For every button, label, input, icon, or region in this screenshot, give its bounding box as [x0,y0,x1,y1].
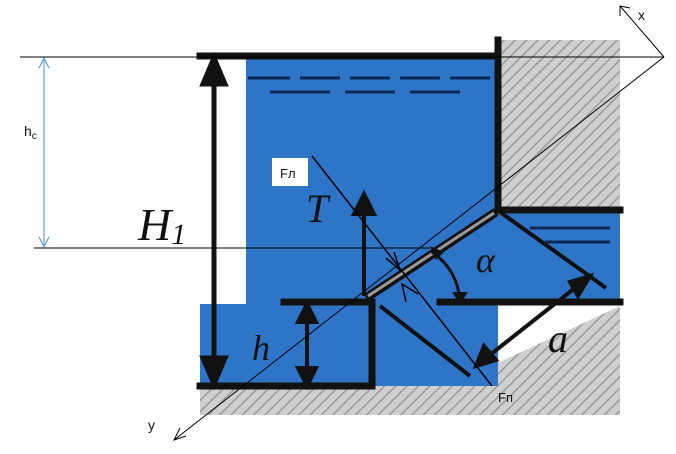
h-label: h [252,328,270,368]
H1-dimension [199,51,229,391]
F-p-label: Fп [498,390,513,405]
inclined-gate-highlight [367,211,495,298]
alpha-arc-arrow-top [430,246,444,260]
H1-label: H1 [137,199,186,251]
water-surface-marks [248,76,610,244]
F-l-label-box [272,158,308,186]
T-force-arrow [350,189,378,296]
axis-y-label: y [148,417,155,433]
hc-label: hc [24,123,37,142]
gate-brace-lower [378,304,472,378]
a-label: a [548,316,568,361]
axes [173,5,665,441]
alpha-arc-arrow-bottom [452,292,468,304]
hc-dimension [38,56,50,249]
F-l-label: Fл [280,166,296,181]
walls [196,36,624,390]
ground-right-hatch [498,40,620,208]
reservoir-water-lower [200,304,370,386]
h-dimension [294,299,320,391]
axis-x-label: x [638,7,645,23]
a-dimension [472,272,595,370]
T-label: T [306,186,331,231]
force-normal-line [311,155,493,387]
alpha-label: α [476,240,496,280]
